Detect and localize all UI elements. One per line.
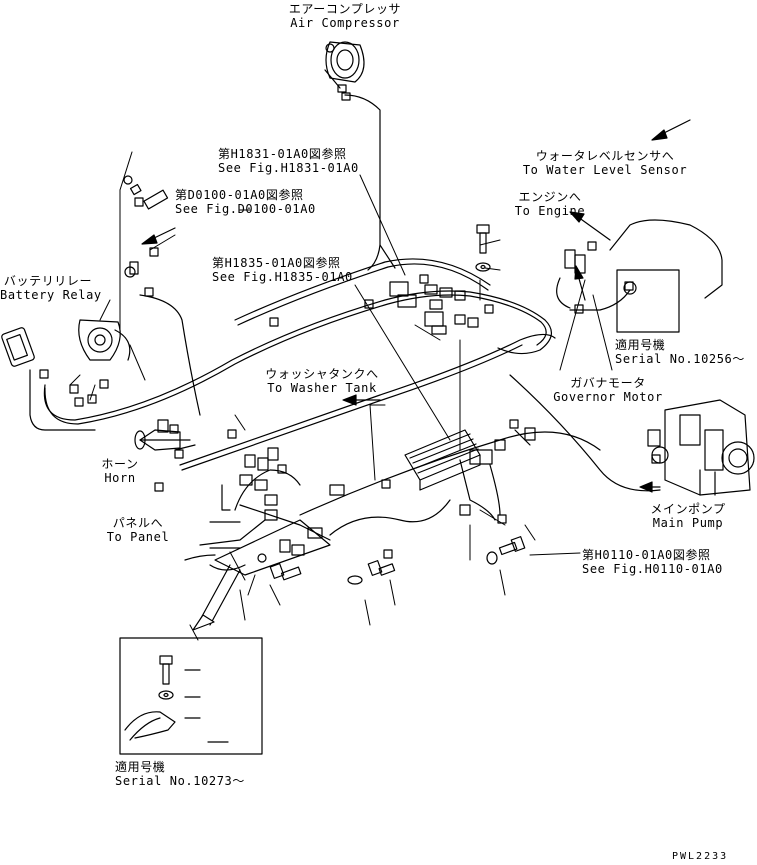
leader-lines: [69, 151, 613, 641]
engine-connector-cluster: [556, 241, 637, 314]
label-horn: ホーン Horn: [101, 457, 139, 485]
connector-blocks: [269, 274, 494, 335]
serial-box-10256: [616, 269, 680, 333]
label-fig-h1835: 第H1835-01A0図参照 See Fig.H1835-01A0: [212, 256, 353, 284]
label-fig-d0100: 第D0100-01A0図参照 See Fig.D0100-01A0: [175, 188, 316, 216]
label-serial-10256: 適用号機 Serial No.10256～: [615, 338, 745, 366]
fasteners-bottom: [134, 197, 526, 585]
main-harness: [43, 258, 661, 536]
drawing-code: PWL2233: [672, 851, 729, 862]
label-serial-10273: 適用号機 Serial No.10273～: [115, 760, 245, 788]
label-water-level-sensor: ウォータレベルセンサへ To Water Level Sensor: [522, 149, 688, 177]
fuse-box: [404, 419, 536, 491]
label-governor-motor: ガバナモータ Governor Motor: [553, 376, 663, 404]
label-washer-tank: ウォッシャタンクへ To Washer Tank: [265, 367, 379, 395]
arrow-to-serial-10273: [199, 564, 241, 626]
label-to-engine: エンジンへ To Engine: [514, 190, 586, 218]
air-compressor-part: [324, 41, 365, 101]
serial-inset-10273: [119, 637, 263, 755]
horn-part: [134, 419, 237, 492]
branch-wires: [29, 94, 723, 561]
label-to-panel: パネルへ To Panel: [106, 516, 170, 544]
lower-left-harness: [209, 447, 393, 576]
label-battery-relay: バッテリリレー Battery Relay: [0, 274, 102, 302]
arrows: [141, 119, 691, 631]
main-pump-part: [647, 399, 755, 496]
label-air-compressor: エアーコンプレッサ Air Compressor: [288, 2, 402, 30]
label-fig-h1831: 第H1831-01A0図参照 See Fig.H1831-01A0: [218, 147, 359, 175]
battery-relay-part: [1, 175, 169, 407]
label-main-pump: メインポンプ Main Pump: [650, 502, 726, 530]
bolt-top-center: [475, 224, 491, 272]
label-fig-h0110: 第H0110-01A0図参照 See Fig.H0110-01A0: [582, 548, 723, 576]
